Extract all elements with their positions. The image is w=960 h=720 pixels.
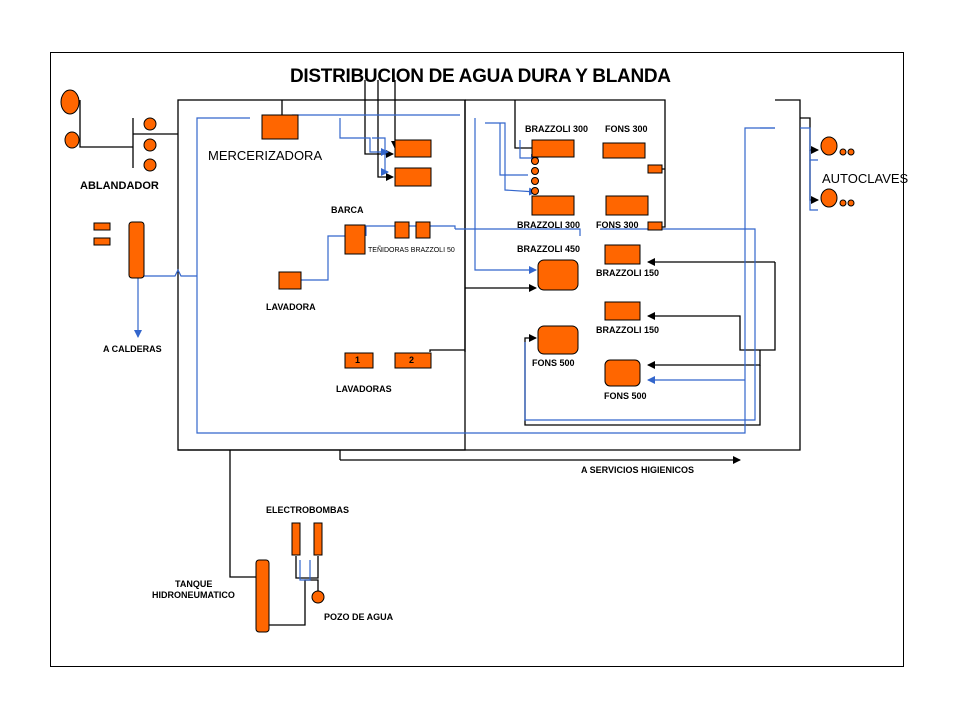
valve-c bbox=[531, 177, 539, 185]
fons-500-right-box bbox=[604, 359, 641, 387]
soft-water-lines bbox=[129, 114, 818, 581]
autoclave-2-tank bbox=[820, 188, 838, 208]
label-teridoras: TEÑIDORAS BRAZZOLI 50 bbox=[368, 247, 455, 254]
caldera-column bbox=[128, 221, 145, 279]
label-brazzoli-300-top: BRAZZOLI 300 bbox=[525, 124, 589, 134]
label-servicios-higienicos: A SERVICIOS HIGIENICOS bbox=[581, 465, 695, 475]
lavadora-1-box bbox=[344, 352, 374, 369]
label-brazzoli-450: BRAZZOLI 450 bbox=[517, 244, 581, 254]
label-lavadora-1: 1 bbox=[355, 355, 361, 365]
label-mercerizadora: MERCERIZADORA bbox=[208, 148, 323, 163]
label-brazzoli-300-bottom: BRAZZOLI 300 bbox=[517, 220, 581, 230]
machine-box-2 bbox=[394, 167, 432, 187]
autoclave-2-valve-a bbox=[839, 199, 847, 207]
lavadora-2-box bbox=[394, 352, 432, 369]
hard-water-lines bbox=[79, 80, 819, 626]
label-brazzoli-150-a: BRAZZOLI 150 bbox=[596, 268, 660, 278]
autoclave-1-valve-b bbox=[847, 148, 855, 156]
machine-box-1 bbox=[394, 139, 432, 158]
label-hidroneumatico: HIDRONEUMATICO bbox=[152, 590, 235, 600]
label-fons-300-bottom: FONS 300 bbox=[596, 220, 639, 230]
mercerizadora-machine bbox=[261, 114, 299, 140]
valve-a bbox=[531, 157, 539, 165]
diagram-title: DISTRIBUCION DE AGUA DURA Y BLANDA bbox=[290, 66, 671, 87]
label-a-calderas: A CALDERAS bbox=[103, 344, 162, 354]
label-fons-500-right: FONS 500 bbox=[604, 391, 647, 401]
brazzoli-150-a-box bbox=[604, 244, 641, 265]
label-fons-300-top: FONS 300 bbox=[605, 124, 648, 134]
teridora-2 bbox=[415, 221, 431, 239]
valve-d bbox=[531, 187, 539, 195]
autoclave-1-valve-a bbox=[839, 148, 847, 156]
label-lavadora: LAVADORA bbox=[266, 302, 316, 312]
brazzoli-300-bottom-box bbox=[531, 195, 575, 216]
valve-b bbox=[531, 167, 539, 175]
tanque-hidroneumatico bbox=[255, 559, 270, 633]
fons-300-bottom-box bbox=[605, 195, 649, 216]
ablandador-tank-large bbox=[60, 89, 80, 115]
label-fons-500-left: FONS 500 bbox=[532, 358, 575, 368]
ablandador-valve-2 bbox=[143, 138, 157, 152]
equipment bbox=[60, 89, 855, 633]
label-autoclaves: AUTOCLAVES bbox=[822, 171, 909, 186]
teridora-1 bbox=[394, 221, 410, 239]
fons-300-right-connector-1 bbox=[647, 164, 663, 174]
brazzoli-300-top-box bbox=[531, 139, 575, 158]
ablandador-valve-1 bbox=[143, 117, 157, 131]
label-brazzoli-150-b: BRAZZOLI 150 bbox=[596, 325, 660, 335]
label-ablandador: ABLANDADOR bbox=[80, 180, 159, 192]
diagram-frame bbox=[50, 52, 904, 667]
barca-machine bbox=[344, 224, 366, 255]
ablandador-tank-small bbox=[64, 131, 80, 149]
brazzoli-450-box bbox=[537, 259, 579, 291]
fons-300-right-connector-2 bbox=[647, 221, 663, 231]
label-electrobombas: ELECTROBOMBAS bbox=[266, 505, 349, 515]
caldera-feed-box-1 bbox=[93, 222, 111, 231]
caldera-feed-box-2 bbox=[93, 237, 111, 246]
label-tanque: TANQUE bbox=[175, 579, 213, 589]
lavadora-machine bbox=[278, 271, 302, 290]
electrobomba-2 bbox=[313, 522, 323, 556]
electrobomba-1 bbox=[291, 522, 301, 556]
ablandador-valve-3 bbox=[143, 158, 157, 172]
fons-500-left-box bbox=[537, 325, 579, 355]
label-barca: BARCA bbox=[331, 205, 364, 215]
fons-300-top-box bbox=[602, 142, 646, 159]
brazzoli-150-b-box bbox=[604, 301, 641, 321]
pozo-de-agua bbox=[311, 590, 325, 604]
label-lavadoras: LAVADORAS bbox=[336, 384, 392, 394]
autoclave-2-valve-b bbox=[847, 199, 855, 207]
label-pozo-de-agua: POZO DE AGUA bbox=[324, 612, 394, 622]
label-lavadora-2: 2 bbox=[409, 355, 415, 365]
autoclave-1-tank bbox=[820, 136, 838, 156]
